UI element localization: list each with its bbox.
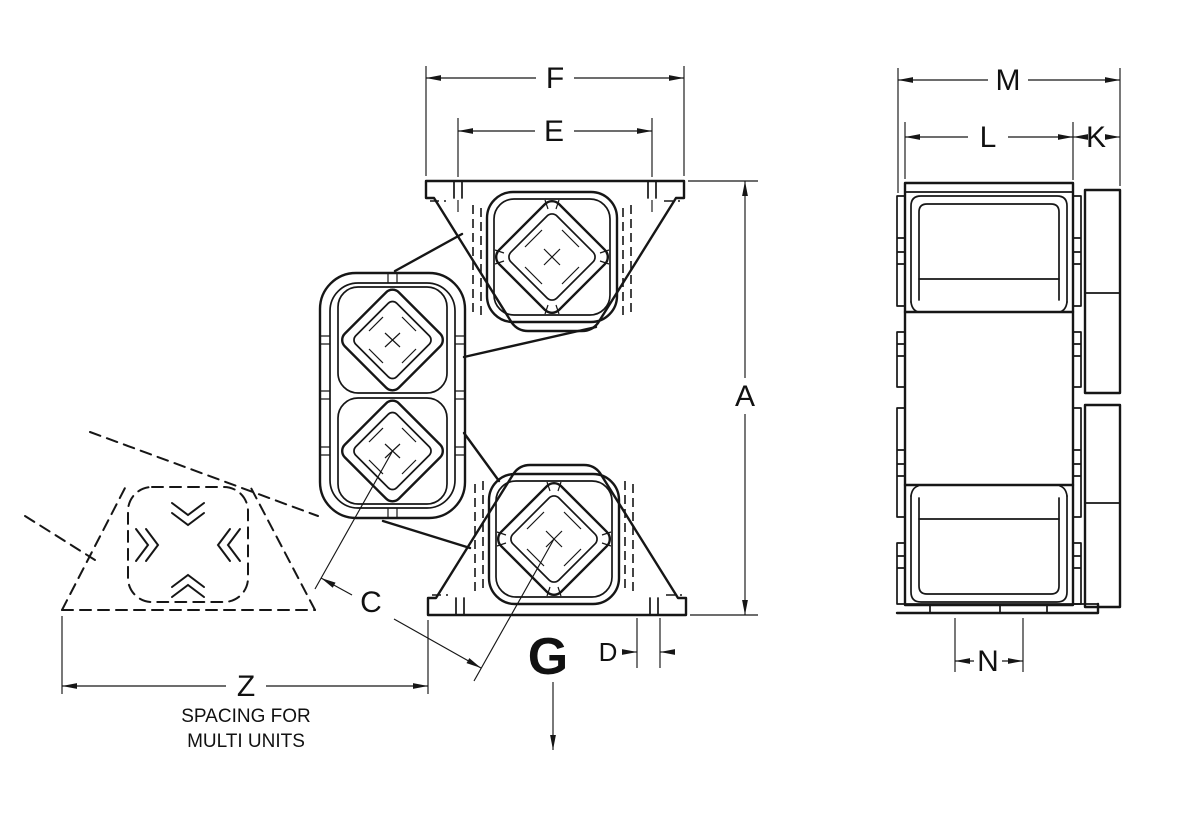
dimension-k-label: K xyxy=(1086,121,1106,154)
dimension-m-label: M xyxy=(996,64,1021,97)
phantom-chevrons xyxy=(135,502,241,598)
dimension-m: M xyxy=(897,64,1121,193)
dimension-e: E xyxy=(457,115,653,212)
dimension-d-label: D xyxy=(599,637,618,667)
spacing-note-line2: MULTI UNITS xyxy=(187,731,305,752)
phantom-unit xyxy=(24,431,319,611)
right-blocks xyxy=(1083,188,1122,609)
spacing-note-line1: SPACING FOR xyxy=(181,706,311,727)
dimension-n: N xyxy=(954,618,1024,678)
dimension-l: L xyxy=(904,121,1074,180)
dimension-e-label: E xyxy=(544,115,564,148)
stack-wall-ticks xyxy=(320,273,465,518)
load-g-label: G xyxy=(528,628,568,686)
left-tab-strip xyxy=(896,195,906,605)
dimension-z-label: Z xyxy=(237,670,255,703)
dimension-c: C xyxy=(314,451,555,682)
side-view: M L K N xyxy=(895,64,1122,678)
top-mount xyxy=(424,179,686,333)
dimension-d: D xyxy=(599,618,675,668)
bottom-plate xyxy=(895,602,1100,615)
dimension-l-label: L xyxy=(980,121,997,154)
bottom-mount xyxy=(426,463,688,617)
dimension-a: A xyxy=(688,180,758,616)
center-cross xyxy=(524,229,580,285)
center-stack xyxy=(318,271,467,520)
bottom-bracket xyxy=(910,485,1068,603)
dimension-f-label: F xyxy=(546,62,564,95)
dimension-a-label: A xyxy=(735,380,755,413)
dimension-c-label: C xyxy=(360,586,382,619)
top-bracket xyxy=(910,195,1068,313)
dimension-z: Z SPACING FOR MULTI UNITS xyxy=(61,616,429,752)
arm-lines xyxy=(381,232,598,550)
dimension-f: F xyxy=(425,62,685,176)
stack-cross-marks xyxy=(368,316,417,475)
load-point-g: G xyxy=(528,628,568,750)
nubs xyxy=(494,199,610,315)
front-view: F E A C D G xyxy=(24,62,758,752)
right-tab-strip xyxy=(1072,195,1082,605)
dimension-n-label: N xyxy=(977,645,999,678)
side-body xyxy=(903,181,1075,607)
dimension-k: K xyxy=(1073,121,1120,154)
